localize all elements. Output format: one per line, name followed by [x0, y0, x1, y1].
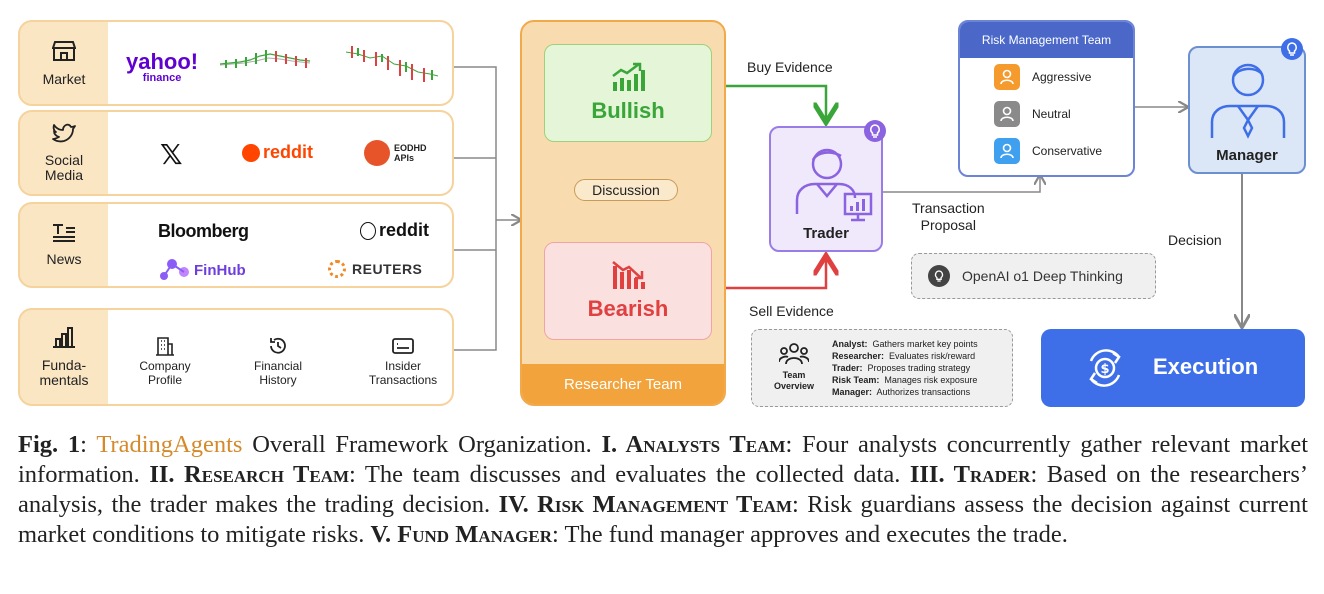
bloomberg-logo: Bloomberg: [158, 221, 249, 241]
manager-lightbulb-icon: [1281, 38, 1303, 60]
analyst-market-label: Market: [20, 22, 108, 104]
decision-label: Decision: [1168, 232, 1222, 248]
dollar-cycle-icon: $: [1089, 349, 1121, 387]
analyst-fundamentals: Funda- mentals Company Profile Financial…: [18, 308, 454, 406]
figure-caption: Fig. 1: TradingAgents Overall Framework …: [18, 431, 1309, 548]
analyst-social-label: Social Media: [20, 112, 108, 194]
overview-row: Researcher: Evaluates risk/reward: [832, 351, 976, 361]
yahoo-finance-logo: yahoo! finance: [126, 49, 199, 85]
reddit-alien-icon: [242, 143, 260, 162]
caption-fig-number: Fig. 1: [18, 431, 81, 458]
bearish-researcher: Bearish: [544, 242, 712, 340]
bar-chart-icon: [52, 326, 76, 352]
risk-team-title: Risk Management Team: [960, 22, 1133, 58]
trend-down-icon: [612, 261, 645, 289]
twitter-bird-icon: [52, 123, 76, 147]
conservative-person-icon: [994, 138, 1020, 164]
discussion-badge: Discussion: [574, 179, 678, 201]
analyst-market-sources: yahoo! finance: [108, 22, 452, 104]
team-overview: Team Overview Analyst: Gathers market ke…: [751, 329, 1013, 407]
risk-item-neutral: Neutral: [994, 101, 1071, 127]
researcher-team: Bullish Bearish Researcher Team: [520, 20, 726, 406]
downtrend-chart-icon: [346, 46, 438, 82]
buy-evidence-label: Buy Evidence: [747, 59, 833, 75]
analyst-news: News Bloomberg reddit FinHub REUTERS: [18, 202, 454, 288]
analyst-news-sources: Bloomberg reddit FinHub REUTERS: [108, 204, 452, 286]
caption-brand: TradingAgents: [96, 431, 243, 458]
team-overview-rows: Analyst: Gathers market key points Resea…: [832, 338, 978, 398]
trader-lightbulb-icon: [864, 120, 886, 142]
risk-item-conservative: Conservative: [994, 138, 1102, 164]
x-logo: 𝕏: [160, 138, 183, 171]
eodhd-logo: EODHD APIs: [364, 140, 427, 166]
trader-agent: Trader: [769, 126, 883, 252]
analyst-news-label: News: [20, 204, 108, 286]
analyst-connectors: [454, 66, 520, 351]
overview-row: Trader: Proposes trading strategy: [832, 363, 971, 373]
risk-management-team: Risk Management Team Aggressive Neutral …: [958, 20, 1135, 177]
newspaper-icon: [52, 223, 76, 246]
transaction-proposal-label: Transaction Proposal: [912, 200, 985, 233]
deep-thinking-note: OpenAI o1 Deep Thinking: [911, 253, 1156, 299]
finhub-icon: [160, 259, 189, 280]
eodhd-icon: [364, 140, 390, 166]
svg-text:$: $: [1100, 362, 1109, 377]
neutral-person-icon: [994, 101, 1020, 127]
aggressive-person-icon: [994, 64, 1020, 90]
researcher-team-label: Researcher Team: [522, 364, 724, 404]
analyst-fundamentals-sources: Company Profile Financial History Inside…: [108, 310, 452, 404]
candlestick-chart-icon: [220, 50, 311, 68]
reddit-logo-news: reddit: [360, 220, 429, 241]
sell-evidence-label: Sell Evidence: [749, 303, 834, 319]
sell-arrow: [711, 258, 826, 290]
store-icon: [51, 40, 77, 66]
openai-lightbulb-icon: [928, 265, 950, 287]
execution-node: $ Execution: [1041, 329, 1305, 407]
overview-row: Manager: Authorizes transactions: [832, 387, 971, 397]
team-icon: [779, 343, 809, 365]
finhub-logo: FinHub: [158, 258, 246, 282]
manager-person-icon: [1210, 63, 1286, 139]
overview-row: Risk Team: Manages risk exposure: [832, 375, 978, 385]
card-icon: [392, 338, 414, 354]
reuters-icon: [328, 260, 346, 278]
insider-transactions: Insider Transactions: [358, 336, 448, 387]
proposal-arrow: [883, 176, 1040, 193]
financial-history: Financial History: [238, 336, 318, 387]
trend-up-icon: [612, 62, 645, 91]
overview-row: Analyst: Gathers market key points: [832, 339, 978, 349]
analyst-social-media: Social Media 𝕏 reddit EODHD APIs: [18, 110, 454, 196]
company-profile: Company Profile: [130, 336, 200, 387]
analyst-fundamentals-label: Funda- mentals: [20, 310, 108, 404]
reddit-logo: reddit: [242, 142, 313, 163]
bullish-researcher: Bullish: [544, 44, 712, 142]
buy-arrow: [711, 84, 826, 120]
fund-manager: Manager: [1188, 46, 1306, 174]
reuters-logo: REUTERS: [328, 260, 422, 278]
analyst-social-sources: 𝕏 reddit EODHD APIs: [108, 112, 452, 194]
team-overview-title: Team Overview: [762, 342, 826, 392]
risk-item-aggressive: Aggressive: [994, 64, 1091, 90]
reddit-alien-icon: [360, 221, 376, 240]
history-clock-icon: [270, 337, 286, 354]
analyst-market: Market yahoo! finance: [18, 20, 454, 106]
building-icon: [156, 337, 174, 356]
trader-person-icon: [795, 148, 873, 222]
